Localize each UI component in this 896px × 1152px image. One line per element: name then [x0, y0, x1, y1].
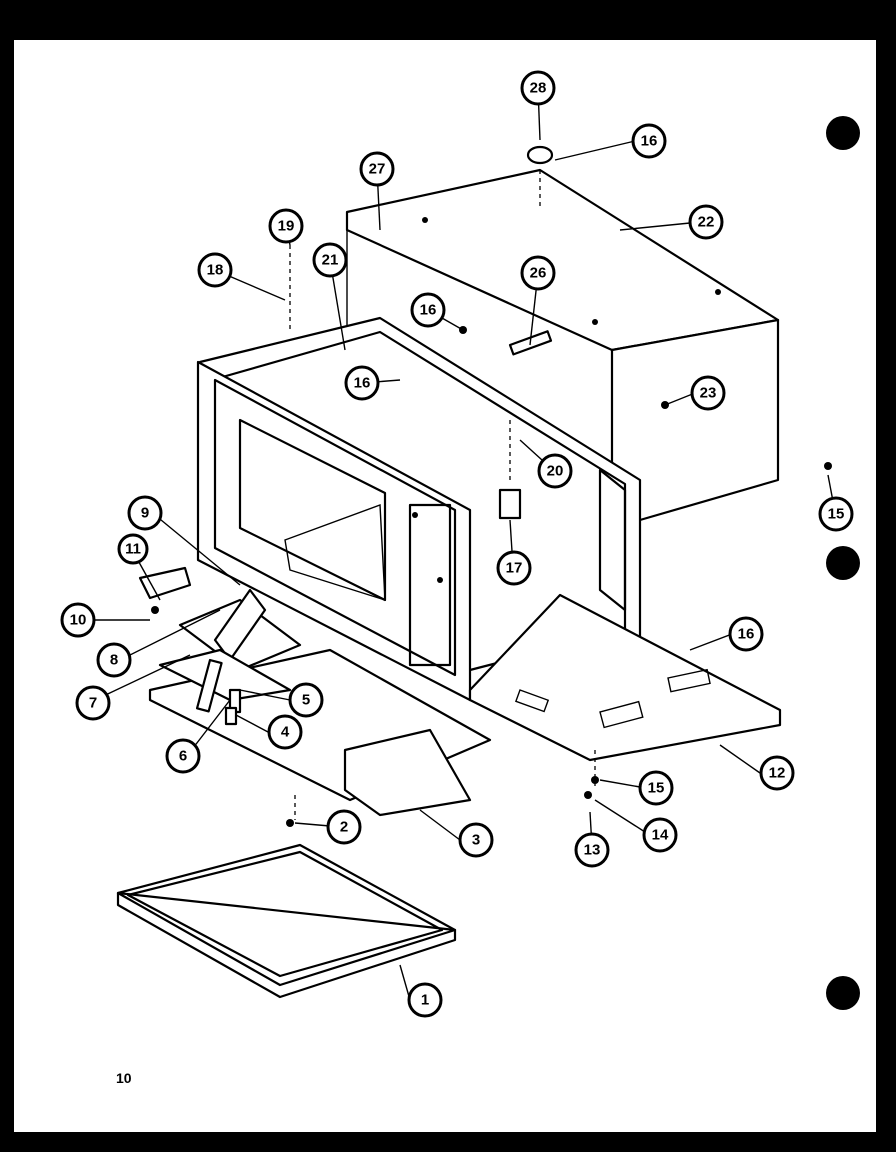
svg-text:16: 16 [641, 133, 658, 150]
callout-28: 28 [520, 70, 556, 106]
svg-text:4: 4 [281, 724, 290, 741]
callout-6: 6 [165, 738, 201, 774]
svg-text:5: 5 [302, 692, 310, 709]
callout-2: 2 [326, 809, 362, 845]
callout-4: 4 [267, 714, 303, 750]
svg-text:10: 10 [70, 612, 87, 629]
callout-12: 12 [759, 755, 795, 791]
callout-18: 18 [197, 252, 233, 288]
binder-hole-bottom [826, 976, 860, 1010]
callout-3: 3 [458, 822, 494, 858]
bracket-parts [138, 566, 302, 726]
svg-text:21: 21 [322, 252, 339, 269]
callout-9: 9 [127, 495, 163, 531]
svg-text:1: 1 [421, 992, 429, 1009]
svg-text:16: 16 [738, 626, 755, 643]
svg-text:18: 18 [207, 262, 224, 279]
svg-text:14: 14 [652, 827, 669, 844]
callout-27: 27 [359, 151, 395, 187]
outer-cabinet-part [345, 168, 780, 522]
svg-text:28: 28 [530, 80, 547, 97]
hardware-parts [151, 145, 832, 827]
svg-text:27: 27 [369, 161, 386, 178]
callout-5: 5 [288, 682, 324, 718]
callout-16-middle: 16 [344, 365, 380, 401]
callout-26: 26 [520, 255, 556, 291]
callout-11: 11 [117, 533, 149, 565]
binder-hole-middle [826, 546, 860, 580]
callout-16-upper: 16 [410, 292, 446, 328]
callout-16-top: 16 [631, 123, 667, 159]
svg-text:16: 16 [354, 375, 371, 392]
svg-text:23: 23 [700, 385, 717, 402]
callout-23: 23 [690, 375, 726, 411]
callout-20: 20 [537, 453, 573, 489]
svg-text:15: 15 [648, 780, 665, 797]
callout-7: 7 [75, 685, 111, 721]
callout-22: 22 [688, 204, 724, 240]
callout-15-bottom: 15 [638, 770, 674, 806]
callout-16-right: 16 [728, 616, 764, 652]
svg-text:19: 19 [278, 218, 295, 235]
svg-text:9: 9 [141, 505, 149, 522]
svg-text:17: 17 [506, 560, 523, 577]
binder-hole-top [826, 116, 860, 150]
svg-text:16: 16 [420, 302, 437, 319]
svg-text:7: 7 [89, 695, 97, 712]
callout-15-right: 15 [818, 496, 854, 532]
callout-8: 8 [96, 642, 132, 678]
svg-text:6: 6 [179, 748, 187, 765]
callout-13: 13 [574, 832, 610, 868]
svg-text:13: 13 [584, 842, 601, 859]
svg-text:22: 22 [698, 214, 715, 231]
svg-text:3: 3 [472, 832, 480, 849]
svg-text:11: 11 [125, 541, 141, 558]
page-number: 10 [116, 1070, 132, 1086]
callout-1: 1 [407, 982, 443, 1018]
callout-21: 21 [312, 242, 348, 278]
callout-17: 17 [496, 550, 532, 586]
callout-14: 14 [642, 817, 678, 853]
svg-text:2: 2 [340, 819, 348, 836]
callout-19: 19 [268, 208, 304, 244]
svg-text:15: 15 [828, 506, 845, 523]
base-plate-part [468, 593, 782, 762]
glass-tray-part [116, 843, 457, 999]
callout-10: 10 [60, 602, 96, 638]
svg-text:20: 20 [547, 463, 564, 480]
svg-text:12: 12 [769, 765, 786, 782]
svg-text:8: 8 [110, 652, 118, 669]
svg-text:26: 26 [530, 265, 547, 282]
